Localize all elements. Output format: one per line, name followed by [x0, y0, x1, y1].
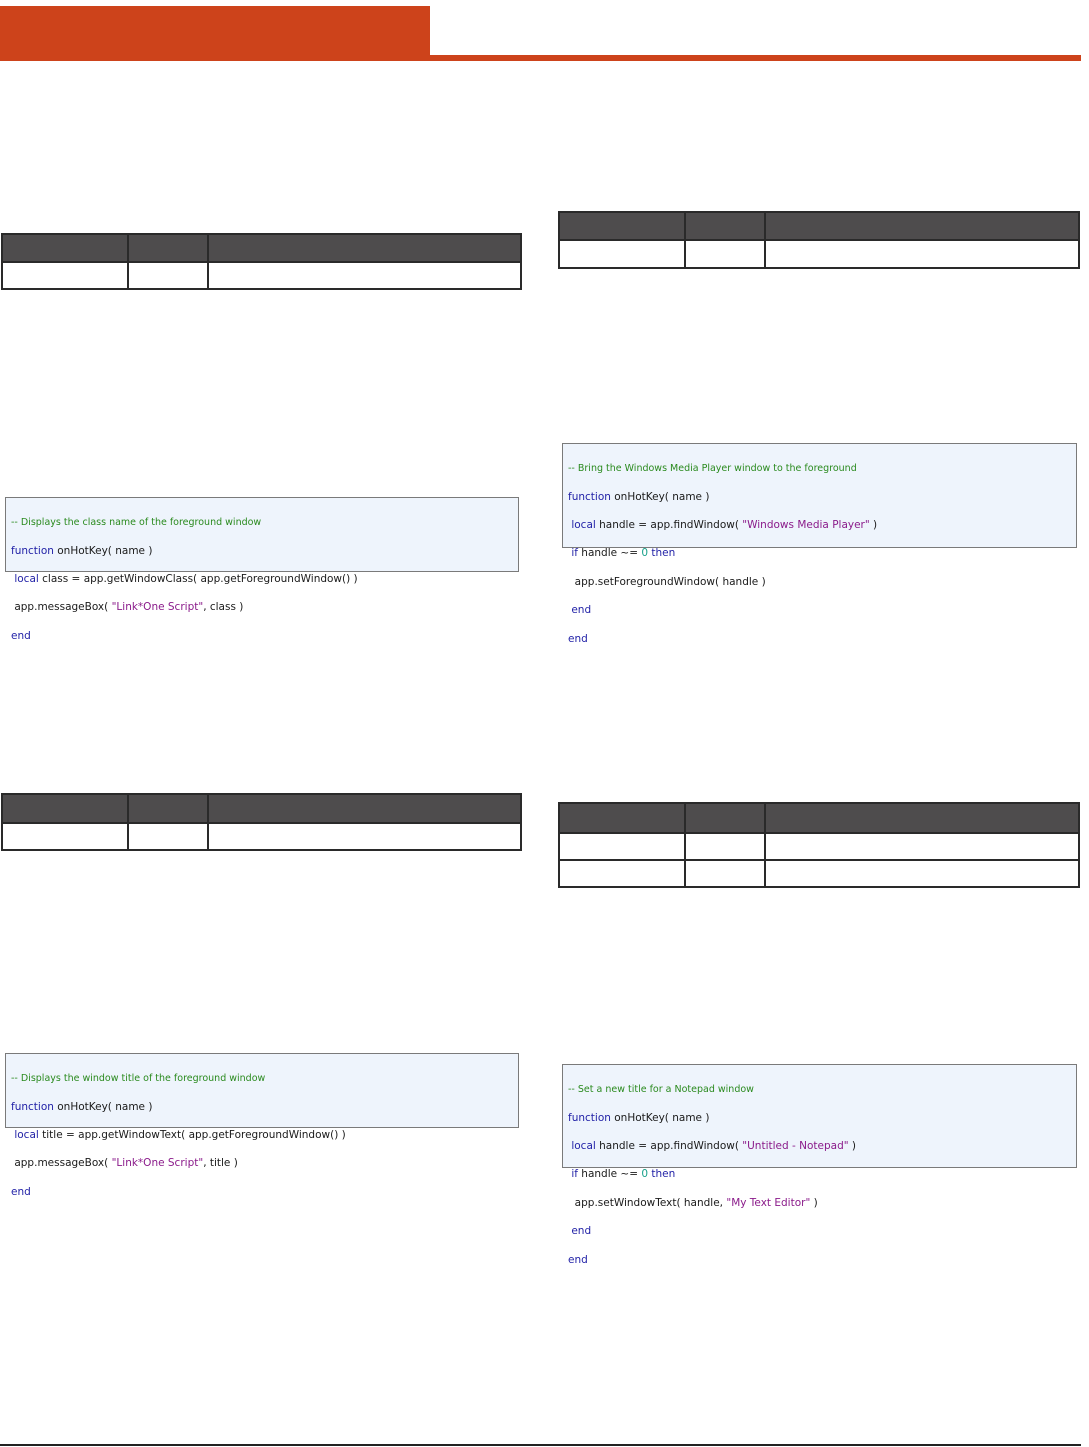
- params-table-2: [1, 793, 522, 851]
- table-row: [1, 261, 522, 290]
- table-header-row: [558, 802, 1080, 834]
- code-block-set-window-text: -- Set a new title for a Notepad window …: [562, 1064, 1077, 1266]
- table-row: [1, 822, 522, 851]
- code-block-get-window-text: -- Displays the window title of the fore…: [5, 1053, 519, 1198]
- params-table-1: [1, 233, 522, 290]
- table-row: [558, 832, 1080, 861]
- params-table-4: [558, 802, 1080, 888]
- table-header-row: [1, 233, 522, 263]
- header-bar: [0, 6, 430, 60]
- header-rule: [0, 55, 1081, 61]
- table-row: [558, 239, 1080, 269]
- table-header-row: [1, 793, 522, 824]
- code-block-get-window-class: -- Displays the class name of the foregr…: [5, 497, 519, 642]
- code-block-set-foreground-window: -- Bring the Windows Media Player window…: [562, 443, 1077, 645]
- footer-rule: [0, 1444, 1081, 1446]
- table-row: [558, 859, 1080, 888]
- table-header-row: [558, 211, 1080, 241]
- params-table-3: [558, 211, 1080, 269]
